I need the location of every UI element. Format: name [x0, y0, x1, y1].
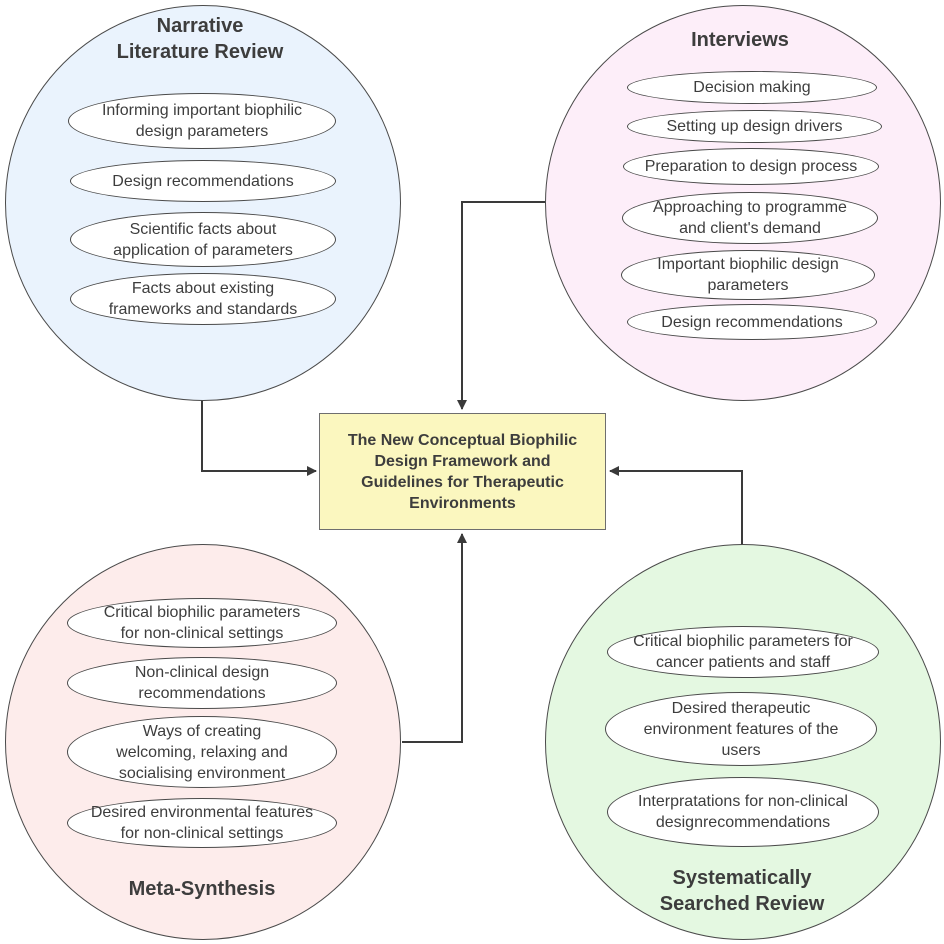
- center-line-2: Design Framework and: [374, 452, 551, 470]
- systematic-review-title: Systematically Searched Review: [659, 867, 825, 915]
- arrow-meta-to-center: [402, 533, 467, 743]
- interviews-item-6: Design recommendations: [627, 304, 877, 340]
- narrative-review-title: Narrative Literature Review: [116, 15, 284, 63]
- center-line-4: Environments: [409, 494, 516, 512]
- meta-synthesis-title: Meta-Synthesis: [128, 878, 276, 900]
- arrow-interviews-to-center: [457, 201, 545, 410]
- narrative-review-circle: [5, 5, 401, 401]
- interviews-item-3: Preparation to design process: [623, 148, 879, 185]
- center-line-3: Guidelines for Therapeutic: [361, 473, 564, 491]
- arrow-systematic-to-center: [609, 466, 743, 545]
- arrow-narrative-to-center: [201, 400, 317, 476]
- interviews-item-2: Setting up design drivers: [627, 110, 882, 143]
- interviews-item-1: Decision making: [627, 71, 877, 104]
- framework-center-box: The New Conceptual Biophilic Design Fram…: [319, 413, 606, 530]
- narrative-item-2: Design recommendations: [70, 160, 336, 202]
- center-line-1: The New Conceptual Biophilic: [347, 431, 578, 449]
- interviews-title: Interviews: [691, 29, 789, 51]
